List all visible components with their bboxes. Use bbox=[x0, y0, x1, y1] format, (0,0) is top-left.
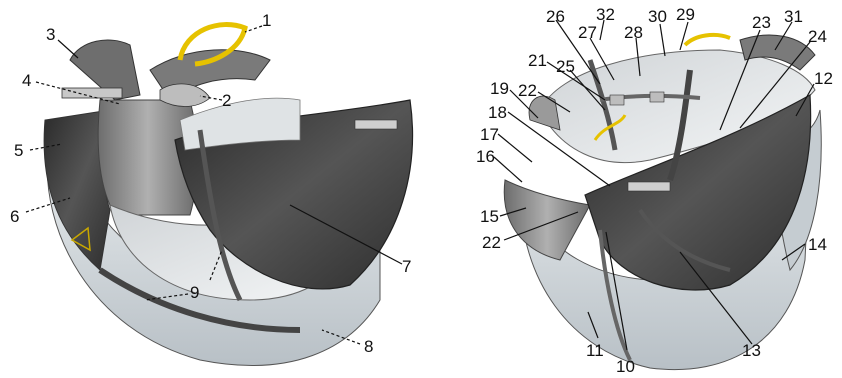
callout-2: 2 bbox=[222, 91, 231, 110]
callout-21: 21 bbox=[528, 51, 547, 70]
callout-10: 10 bbox=[616, 357, 635, 376]
callout-3: 3 bbox=[46, 25, 55, 44]
right-left-pocket bbox=[504, 180, 590, 260]
right-reserve-handle-top bbox=[685, 35, 730, 45]
callout-11: 11 bbox=[586, 341, 604, 360]
leader-16 bbox=[494, 157, 522, 182]
left-harness-illustration bbox=[44, 25, 412, 366]
right-buckle-b bbox=[650, 92, 664, 102]
callout-26: 26 bbox=[546, 7, 565, 26]
callout-6: 6 bbox=[10, 207, 19, 226]
callout-24: 24 bbox=[808, 27, 827, 46]
callout-28: 28 bbox=[624, 23, 643, 42]
leader-3 bbox=[58, 40, 78, 58]
right-buckle-a bbox=[610, 95, 624, 105]
callout-16: 16 bbox=[476, 147, 495, 166]
callout-17: 17 bbox=[480, 125, 499, 144]
right-harness-illustration bbox=[504, 35, 821, 370]
callout-5: 5 bbox=[14, 141, 23, 160]
callout-15: 15 bbox=[480, 207, 499, 226]
right-brand-patch bbox=[628, 182, 670, 191]
callout-18: 18 bbox=[488, 103, 507, 122]
callout-7: 7 bbox=[402, 257, 411, 276]
callout-1: 1 bbox=[262, 11, 271, 30]
callout-25: 25 bbox=[556, 57, 575, 76]
callout-14: 14 bbox=[808, 235, 827, 254]
callout-13: 13 bbox=[742, 341, 761, 360]
callout-29: 29 bbox=[676, 5, 695, 24]
leader-30 bbox=[660, 24, 665, 56]
callout-22-bottom: 22 bbox=[482, 233, 501, 252]
callout-9: 9 bbox=[190, 283, 199, 302]
callout-30: 30 bbox=[648, 7, 667, 26]
callout-22-top: 22 bbox=[518, 81, 537, 100]
leader-17 bbox=[498, 134, 532, 162]
callout-8: 8 bbox=[364, 337, 373, 356]
callout-31: 31 bbox=[784, 7, 803, 26]
callout-27: 27 bbox=[578, 23, 597, 42]
callout-4: 4 bbox=[22, 71, 31, 90]
callout-19: 19 bbox=[490, 79, 509, 98]
left-carabiner-area bbox=[160, 84, 210, 107]
left-brand-patch bbox=[355, 120, 397, 129]
callout-32: 32 bbox=[596, 5, 615, 24]
callout-12: 12 bbox=[814, 69, 833, 88]
callout-23: 23 bbox=[752, 13, 771, 32]
